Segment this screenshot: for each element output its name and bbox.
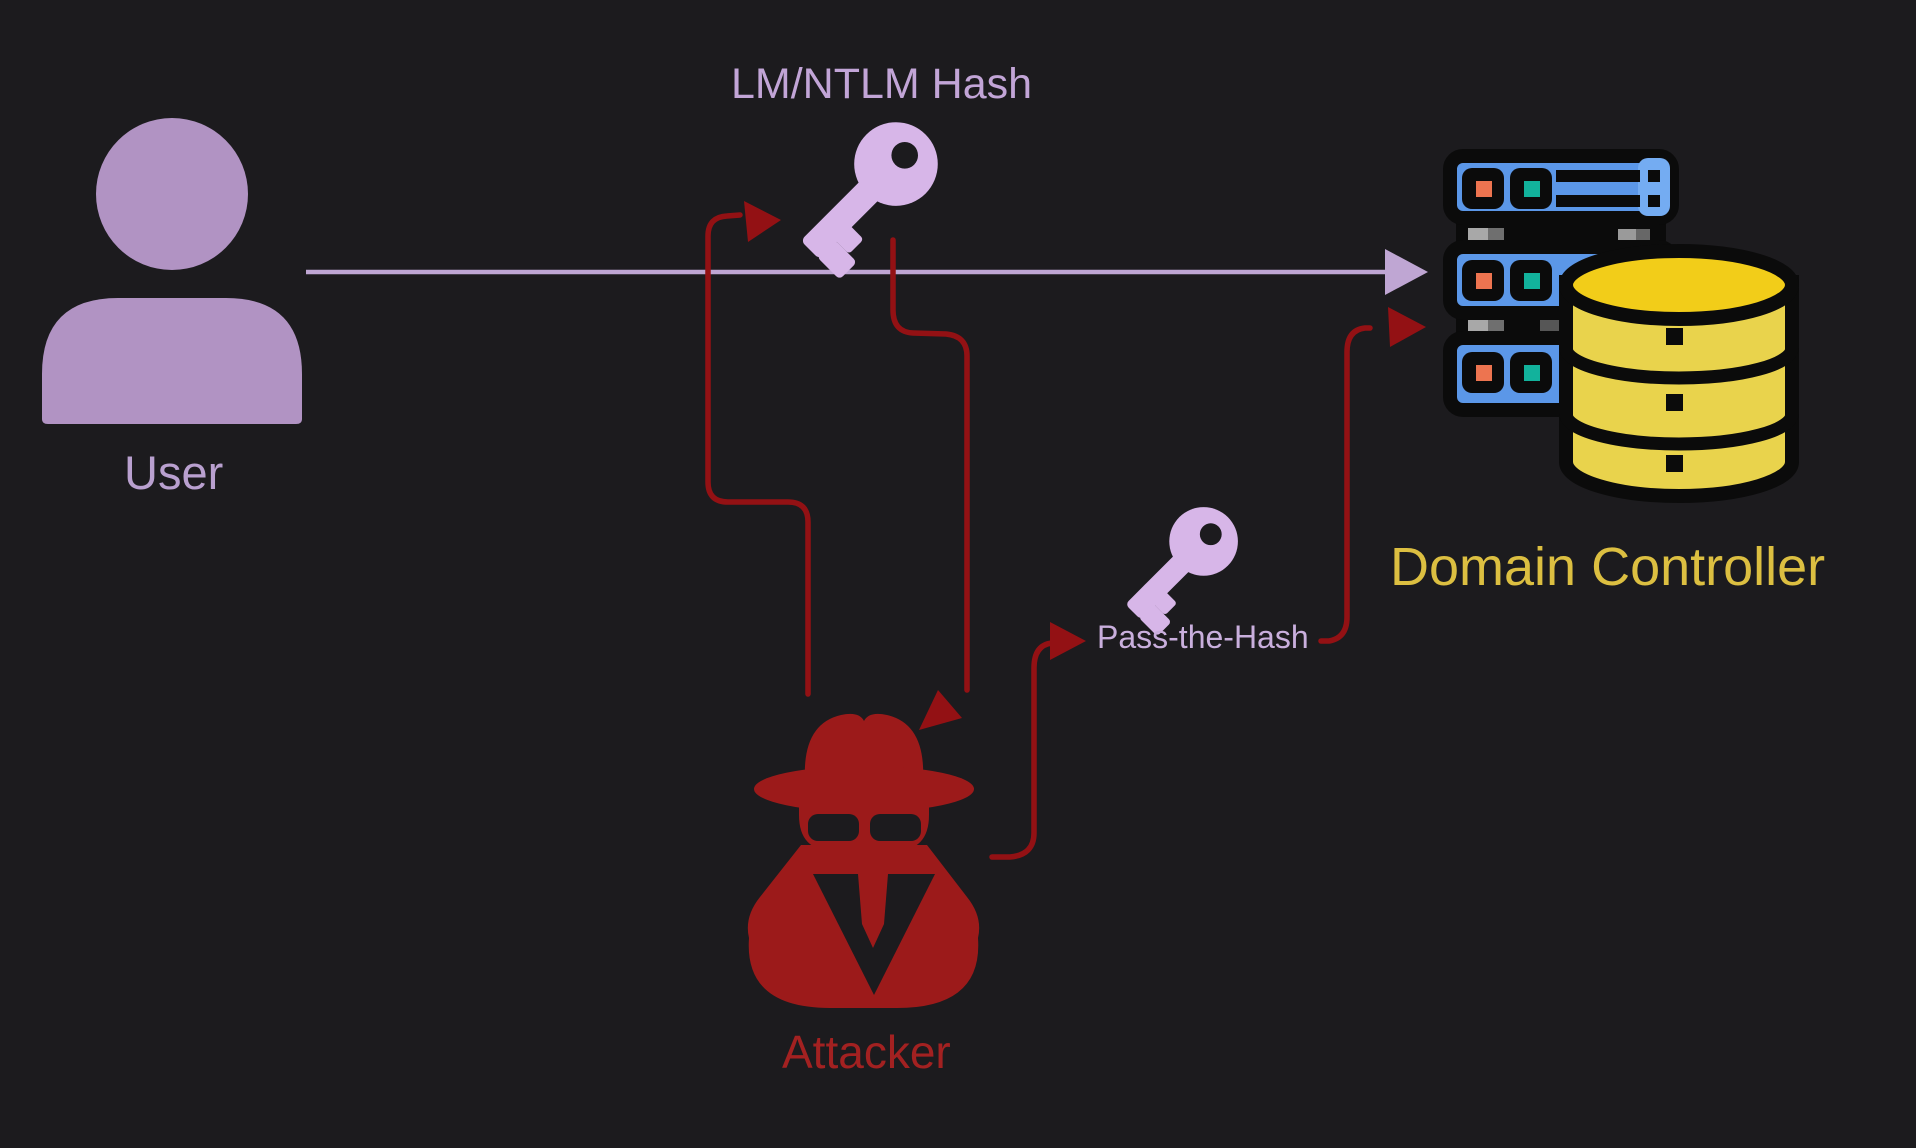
- lm-ntlm-hash-label: LM/NTLM Hash: [731, 60, 1033, 108]
- attacker-spy-icon: [747, 713, 980, 1008]
- hash-stolen-arrow: [890, 237, 970, 730]
- user-auth-arrow: [306, 249, 1428, 295]
- attacker-label: Attacker: [782, 1026, 951, 1078]
- lm-ntlm-hash-key-icon: [780, 104, 956, 280]
- user-label: User: [124, 446, 224, 499]
- pass-the-hash-label: Pass-the-Hash: [1097, 619, 1309, 655]
- attacker-pth-arrow: [989, 622, 1086, 860]
- attacker-capture-hash-arrow: [705, 201, 811, 697]
- database-icon: [1559, 244, 1799, 503]
- pass-the-hash-key-icon: [1108, 492, 1253, 637]
- domain-controller-label: Domain Controller: [1390, 537, 1826, 597]
- pth-to-dc-arrow: [1318, 307, 1426, 644]
- user-icon: [42, 118, 302, 424]
